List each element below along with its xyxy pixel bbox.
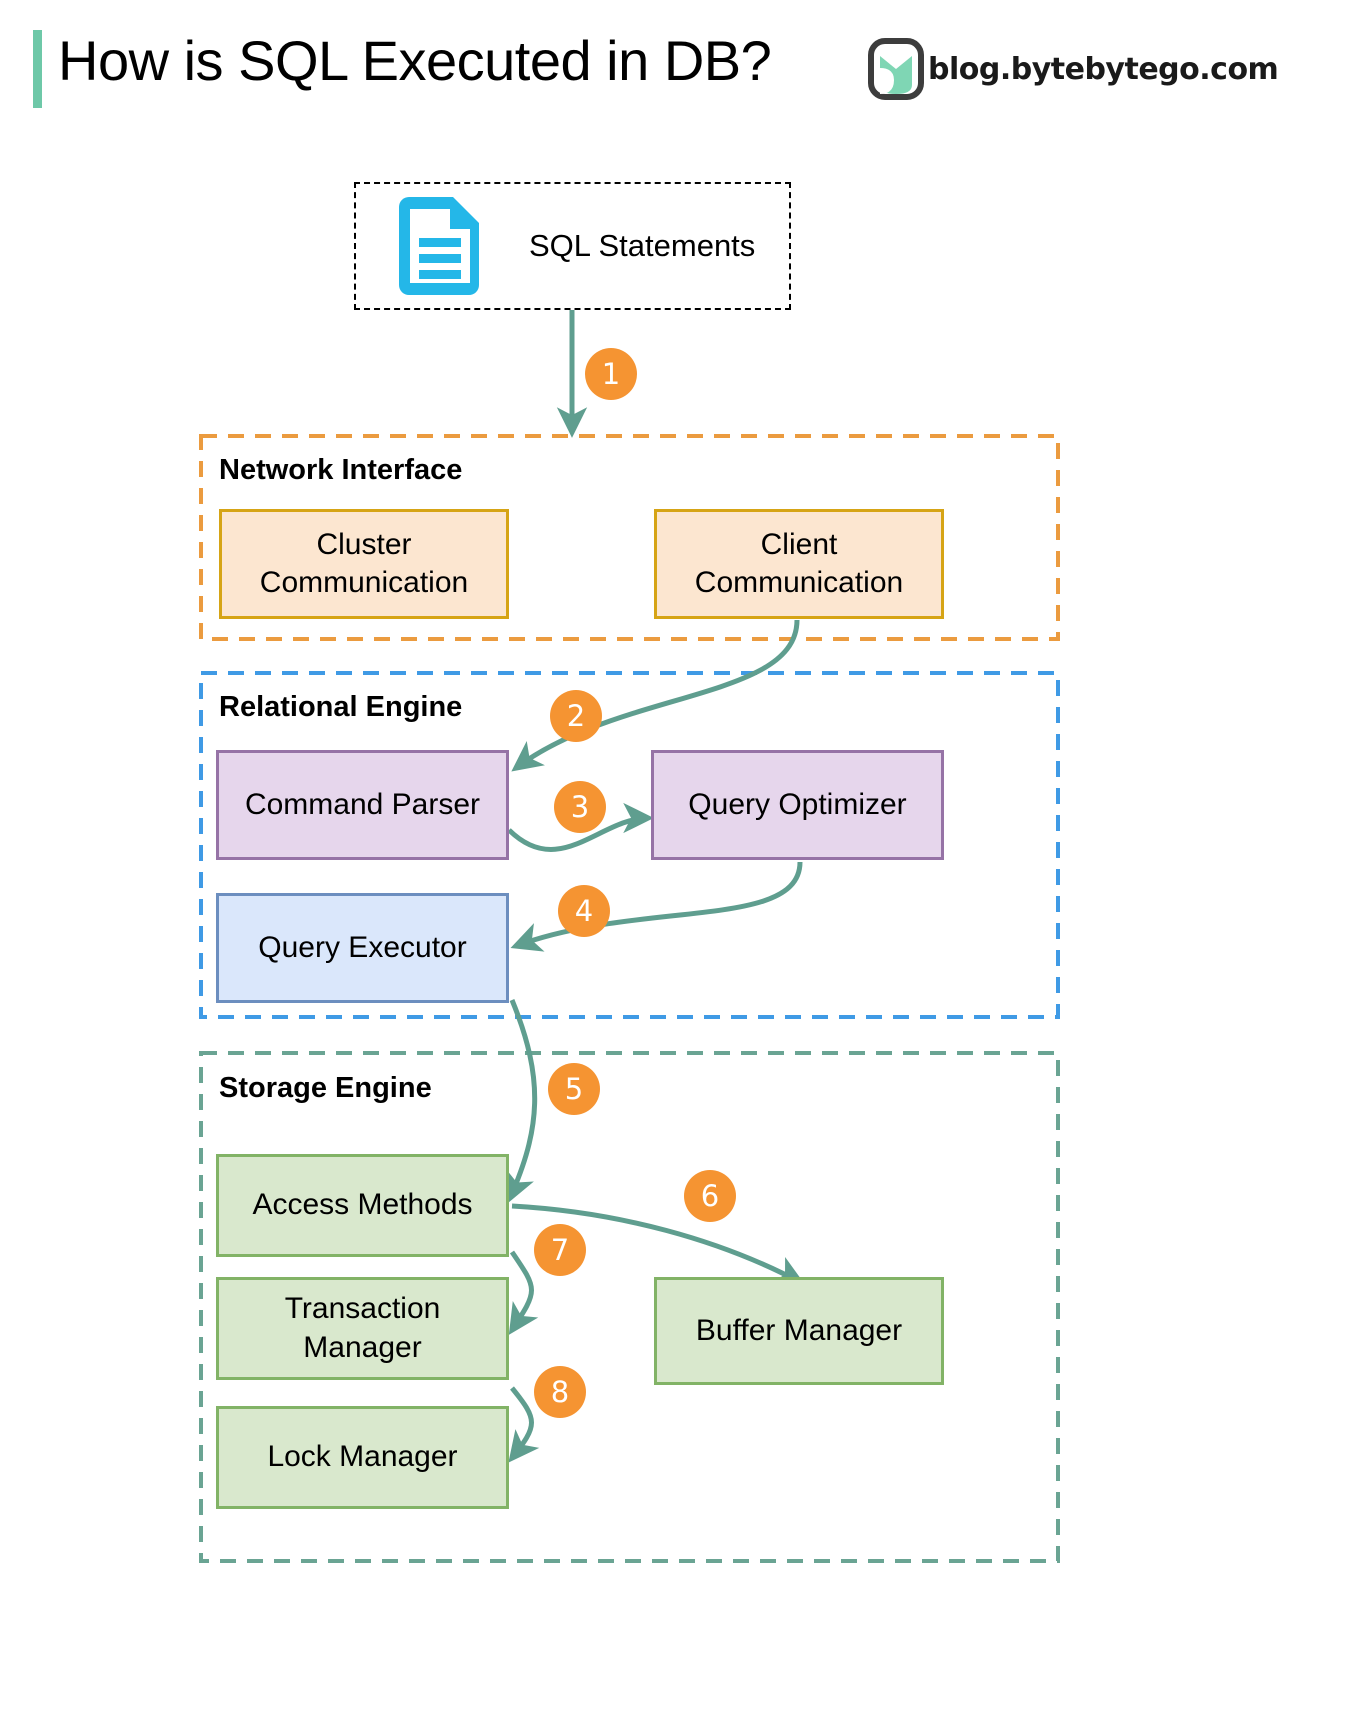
step-badge-8: 8 (534, 1366, 586, 1418)
brand-text: blog.bytebytego.com (928, 51, 1279, 87)
document-icon (399, 197, 479, 295)
group-frame-relational (199, 671, 1060, 1019)
bytebytego-logo-icon (868, 38, 924, 100)
arrow-5 (506, 999, 538, 1204)
group-label-relational: Relational Engine (219, 691, 463, 723)
step-badge-2: 2 (550, 690, 602, 742)
group-label-storage: Storage Engine (219, 1072, 432, 1104)
node-transaction-manager[interactable]: Transaction Manager (216, 1277, 509, 1380)
group-frame-network (199, 434, 1060, 641)
node-access-methods[interactable]: Access Methods (216, 1154, 509, 1257)
sql-statements-label: SQL Statements (529, 228, 756, 263)
arrow-3 (507, 802, 654, 852)
node-client-communication[interactable]: Client Communication (654, 509, 944, 619)
step-badge-5: 5 (548, 1063, 600, 1115)
node-query-executor[interactable]: Query Executor (216, 893, 509, 1003)
step-badge-4: 4 (558, 885, 610, 937)
title-accent-bar (33, 30, 42, 108)
arrow-6 (511, 1203, 806, 1285)
step-badge-3: 3 (554, 781, 606, 833)
sql-statements-box[interactable]: SQL Statements (354, 182, 791, 310)
arrow-2 (511, 619, 800, 772)
arrow-7 (508, 1250, 539, 1335)
node-query-optimizer[interactable]: Query Optimizer (651, 750, 944, 860)
header: How is SQL Executed in DB? blog.bytebyte… (0, 0, 1358, 140)
node-cluster-communication[interactable]: Cluster Communication (219, 509, 509, 619)
node-lock-manager[interactable]: Lock Manager (216, 1406, 509, 1509)
arrow-8 (508, 1386, 540, 1463)
node-command-parser[interactable]: Command Parser (216, 750, 509, 860)
group-frame-storage (199, 1051, 1060, 1563)
page-title: How is SQL Executed in DB? (58, 29, 772, 92)
step-badge-7: 7 (534, 1224, 586, 1276)
step-badge-1: 1 (585, 348, 637, 400)
brand[interactable]: blog.bytebytego.com (868, 38, 1279, 100)
group-label-network: Network Interface (219, 454, 463, 486)
node-buffer-manager[interactable]: Buffer Manager (654, 1277, 944, 1385)
step-badge-6: 6 (684, 1170, 736, 1222)
